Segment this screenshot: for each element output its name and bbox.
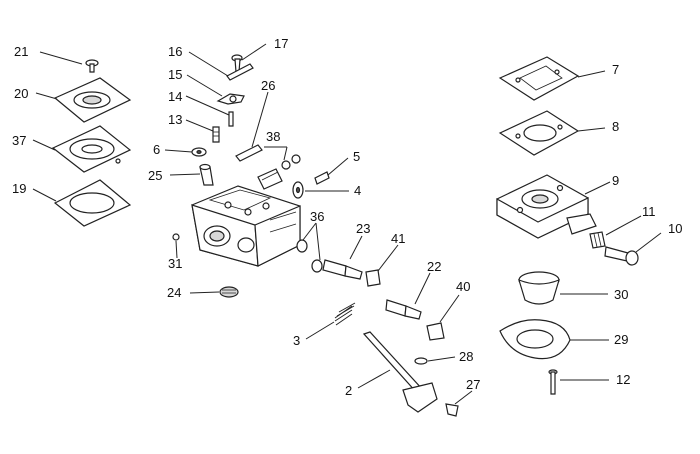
- part-10-screw: [604, 246, 639, 266]
- label-16: 16: [168, 44, 182, 59]
- part-carburetor-body: [191, 185, 301, 267]
- part-38-assembly: [257, 154, 301, 190]
- part-17-screw: [231, 54, 243, 73]
- part-37-diaphragm: [51, 125, 132, 173]
- leader-lines: [32, 43, 662, 405]
- label-40: 40: [456, 279, 470, 294]
- label-38: 38: [266, 129, 280, 144]
- label-23: 23: [356, 221, 370, 236]
- label-28: 28: [459, 349, 473, 364]
- part-20-cover: [53, 77, 132, 123]
- label-8: 8: [612, 119, 619, 134]
- part-15-lever: [216, 93, 245, 105]
- part-11-spring: [589, 231, 606, 249]
- label-37: 37: [12, 133, 26, 148]
- label-13: 13: [168, 112, 182, 127]
- part-6-clip: [191, 147, 207, 157]
- part-30-cup: [518, 271, 560, 305]
- label-5: 5: [353, 149, 360, 164]
- label-27: 27: [466, 377, 480, 392]
- part-40-cap: [426, 322, 445, 341]
- part-14-needle: [228, 111, 234, 127]
- label-20: 20: [14, 86, 28, 101]
- part-4-washer: [292, 181, 304, 199]
- part-2-shaft: [362, 331, 438, 413]
- label-17: 17: [274, 36, 288, 51]
- part-7-gasket: [498, 56, 580, 101]
- label-11: 11: [642, 204, 656, 219]
- label-19: 19: [12, 181, 26, 196]
- part-19-gasket: [53, 179, 132, 227]
- label-26: 26: [261, 78, 275, 93]
- label-4: 4: [354, 183, 361, 198]
- part-23-needle: [322, 259, 363, 280]
- label-12: 12: [616, 372, 630, 387]
- label-9: 9: [612, 173, 619, 188]
- label-25: 25: [148, 168, 162, 183]
- part-27-screw: [445, 403, 459, 417]
- label-14: 14: [168, 89, 182, 104]
- label-2: 2: [345, 383, 352, 398]
- part-13-plug: [212, 126, 220, 143]
- part-21-screw: [85, 59, 99, 73]
- part-9-pump-body: [496, 174, 597, 239]
- label-21: 21: [14, 44, 28, 59]
- part-28-clip: [414, 357, 428, 365]
- part-3-spring: [334, 302, 356, 326]
- part-22-needle: [385, 299, 422, 320]
- part-31-oring: [172, 233, 180, 241]
- part-5-screw: [314, 171, 330, 185]
- part-labels: 21 20 37 19 16 17 15 14 26 13 38 6 5 25 …: [12, 36, 682, 398]
- label-30: 30: [614, 287, 628, 302]
- part-8-diaphragm: [498, 110, 580, 156]
- part-24-filter: [219, 286, 239, 298]
- part-29-plate: [499, 319, 571, 360]
- label-41: 41: [391, 231, 405, 246]
- label-3: 3: [293, 333, 300, 348]
- label-31: 31: [168, 256, 182, 271]
- label-24: 24: [167, 285, 181, 300]
- part-26-pin: [235, 144, 263, 162]
- part-41-cap: [365, 269, 381, 287]
- label-10: 10: [668, 221, 682, 236]
- label-15: 15: [168, 67, 182, 82]
- part-16-pin: [226, 63, 254, 81]
- part-36-spring: [296, 239, 323, 273]
- label-36: 36: [310, 209, 324, 224]
- part-25-valve: [199, 163, 214, 186]
- label-7: 7: [612, 62, 619, 77]
- label-6: 6: [153, 142, 160, 157]
- label-29: 29: [614, 332, 628, 347]
- label-22: 22: [427, 259, 441, 274]
- part-12-screw: [548, 369, 558, 395]
